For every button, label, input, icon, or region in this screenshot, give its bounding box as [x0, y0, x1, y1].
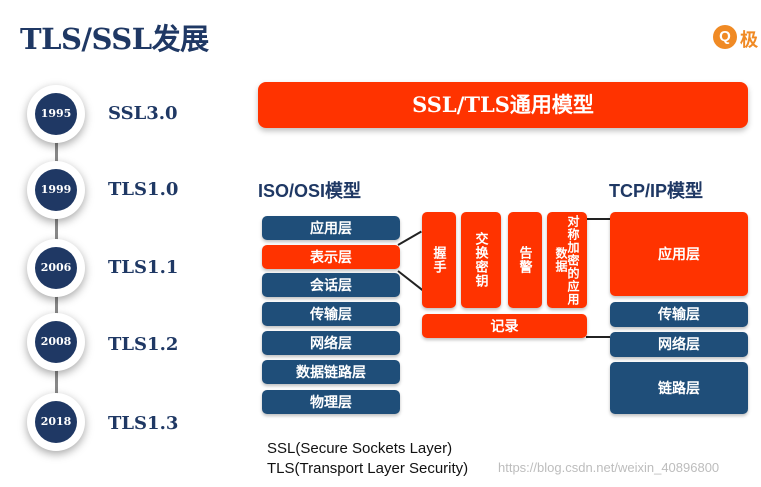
model-banner: SSL/TLS通用模型: [258, 82, 748, 128]
year-badge: 1995: [35, 93, 77, 135]
watermark: https://blog.csdn.net/weixin_40896800: [498, 460, 720, 475]
connector-line: [586, 218, 610, 220]
logo-text: 极: [740, 30, 758, 50]
iso-layer-network: 网络层: [262, 331, 400, 355]
tcp-layer-transport: 传输层: [610, 302, 748, 327]
year-badge: 2018: [35, 401, 77, 443]
connector-line: [397, 270, 424, 292]
version-label: TLS1.3: [108, 413, 179, 434]
timeline-node-1999: 1999: [27, 161, 85, 219]
connector-line: [397, 230, 422, 246]
year-badge: 2006: [35, 247, 77, 289]
brand-logo: Q 极: [713, 25, 761, 55]
version-label: TLS1.1: [108, 257, 179, 278]
version-label: TLS1.2: [108, 334, 179, 355]
year-badge: 2008: [35, 321, 77, 363]
timeline-node-1995: 1995: [27, 85, 85, 143]
tcp-heading: TCP/IP模型: [609, 181, 704, 201]
version-label: TLS1.0: [108, 179, 179, 200]
iso-layer-physical: 物理层: [262, 390, 400, 414]
connector-line: [586, 336, 610, 338]
tls-definition: TLS(Transport Layer Security): [267, 460, 469, 477]
iso-layer-datalink: 数据链路层: [262, 360, 400, 384]
iso-layer-transport: 传输层: [262, 302, 400, 326]
tls-record: 记录: [422, 314, 587, 338]
timeline-node-2018: 2018: [27, 393, 85, 451]
ssl-definition: SSL(Secure Sockets Layer): [267, 440, 453, 457]
tls-alert: 告警: [508, 212, 542, 308]
page-title: TLS/SSL发展: [20, 22, 209, 56]
tls-handshake: 握手: [422, 212, 456, 308]
logo-mark: Q: [713, 25, 737, 49]
iso-layer-session: 会话层: [262, 273, 400, 297]
iso-heading: ISO/OSI模型: [258, 181, 362, 201]
timeline-node-2006: 2006: [27, 239, 85, 297]
tcp-layer-network: 网络层: [610, 332, 748, 357]
timeline-node-2008: 2008: [27, 313, 85, 371]
iso-layer-application: 应用层: [262, 216, 400, 240]
tls-application-data: 对称加密的应用数据: [547, 212, 587, 308]
tls-key-exchange: 交换密钥: [461, 212, 501, 308]
tcp-layer-application: 应用层: [610, 212, 748, 296]
tcp-layer-link: 链路层: [610, 362, 748, 414]
version-label: SSL3.0: [108, 103, 178, 124]
year-badge: 1999: [35, 169, 77, 211]
iso-layer-presentation: 表示层: [262, 245, 400, 269]
